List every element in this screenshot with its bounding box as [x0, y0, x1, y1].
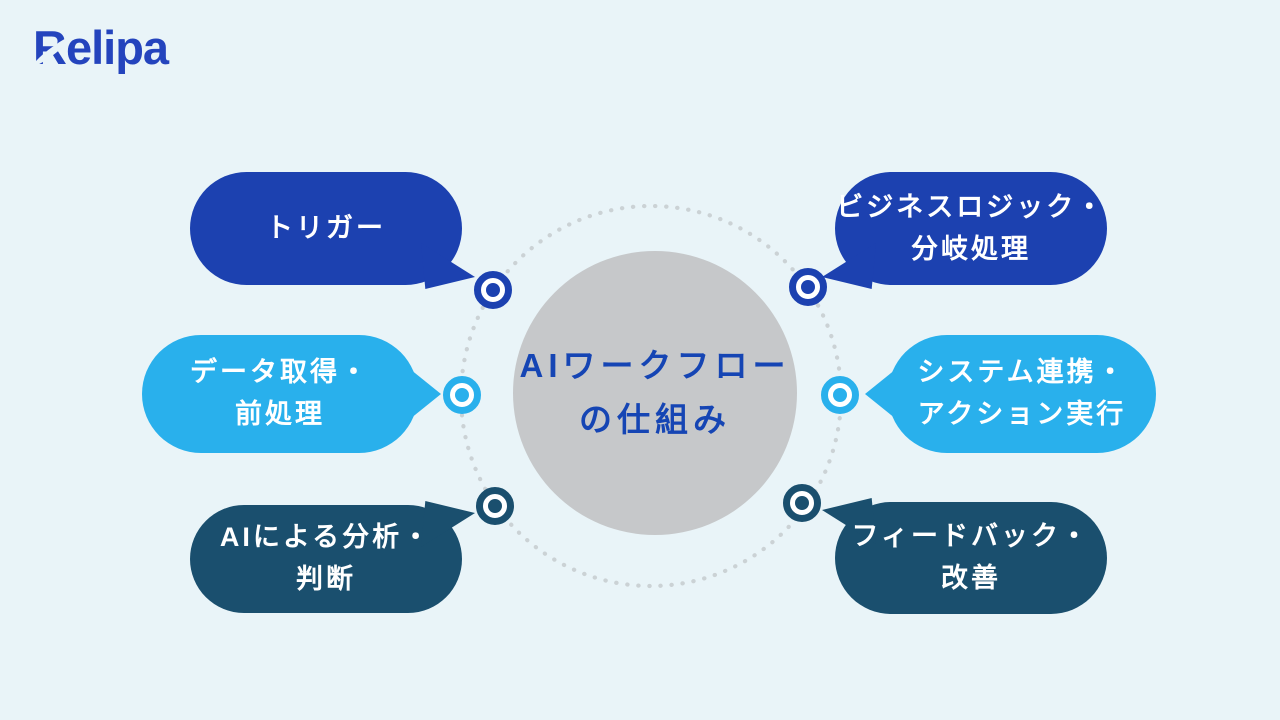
- connector-dot-ai-analysis: [476, 487, 514, 525]
- bubble-label: フィードバック・ 改善: [851, 521, 1091, 593]
- connector-dot-core: [801, 280, 815, 294]
- bubble-feedback: フィードバック・ 改善: [822, 498, 1107, 614]
- diagram-title: AIワークフロー の仕組み: [519, 346, 791, 438]
- connector-dot-trigger: [474, 271, 512, 309]
- bubble-label: データ取得・ 前処理: [190, 357, 370, 429]
- connector-dot-core: [488, 499, 502, 513]
- bubble-trigger: トリガー: [190, 172, 475, 289]
- bubble-shape: [142, 335, 418, 453]
- bubble-label: トリガー: [266, 212, 386, 243]
- connector-dot-core: [795, 496, 809, 510]
- bubble-data-acquisition: データ取得・ 前処理: [142, 335, 441, 453]
- bubble-business-logic: ビジネスロジック・ 分岐処理: [822, 172, 1107, 289]
- bubble-shape: [190, 505, 462, 613]
- bubble-label: AIによる分析・ 判断: [219, 522, 433, 594]
- bubble-shape: [888, 335, 1156, 453]
- connector-dot-feedback: [783, 484, 821, 522]
- bubble-shape: [835, 172, 1107, 285]
- bubble-system-action: システム連携・ アクション実行: [865, 335, 1156, 453]
- bubble-shape: [190, 172, 462, 285]
- relipa-logo: Relipa: [31, 18, 169, 76]
- center-circle: AIワークフロー の仕組み: [513, 251, 797, 535]
- bubble-label: ビジネスロジック・ 分岐処理: [836, 191, 1106, 264]
- connector-dot-core: [486, 283, 500, 297]
- connector-dot-system-action: [821, 376, 859, 414]
- bubble-label: システム連携・ アクション実行: [917, 357, 1127, 429]
- connector-dot-core: [455, 388, 469, 402]
- connector-dot-data-acquisition: [443, 376, 481, 414]
- bubble-shape: [835, 502, 1107, 614]
- bubble-ai-analysis: AIによる分析・ 判断: [190, 501, 475, 613]
- connector-dot-business-logic: [789, 268, 827, 306]
- connector-dot-core: [833, 388, 847, 402]
